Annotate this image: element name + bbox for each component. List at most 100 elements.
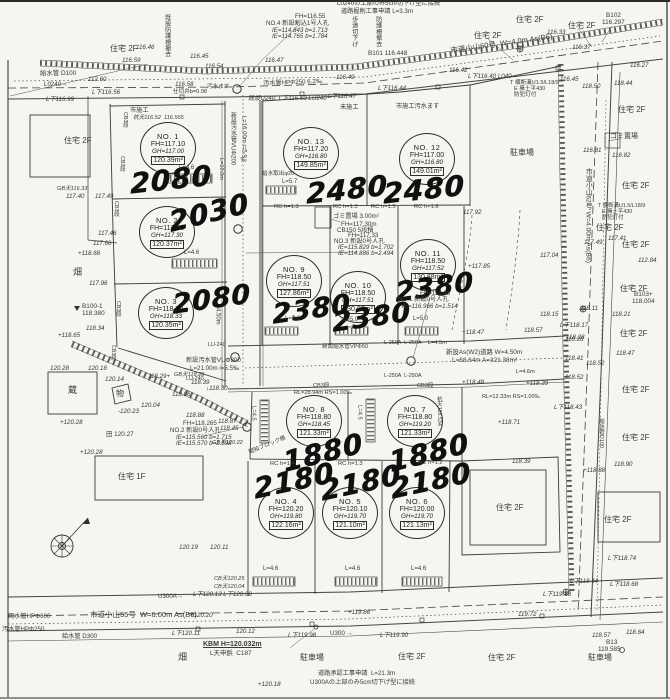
spot-elevation: 112.60	[88, 76, 107, 83]
landuse-label: 畑	[178, 652, 188, 662]
spot-elevation: 118.34	[86, 325, 105, 332]
waterway	[70, 340, 250, 428]
spot-elevation: 120.19	[179, 544, 198, 551]
spot-elevation: L下120.13 L下120.08	[193, 591, 252, 598]
benchmark-label: 118.004	[632, 298, 655, 305]
spot-elevation: L下118.74	[608, 555, 637, 562]
handwritten-price: 2080	[130, 158, 212, 201]
spot-elevation: 既設U240 L下116.53 LU240	[248, 95, 327, 102]
plan-annotation: 防犯灯付	[514, 92, 537, 98]
building-label: 住宅 2F	[516, 15, 544, 24]
benchmark-label: B102	[606, 12, 621, 19]
spot-elevation: L下119.98	[288, 632, 317, 639]
plan-annotation: L=4.6	[411, 566, 427, 572]
building-label: 住宅 2F	[596, 223, 624, 232]
spot-elevation: 120.12	[236, 628, 255, 635]
benchmark-label: B101 116.448	[368, 50, 408, 57]
spot-elevation: +120.28	[80, 449, 103, 456]
spot-elevation: 116.45	[190, 53, 209, 60]
spot-elevation: L下116.44	[378, 85, 407, 92]
spot-elevation: +118.48	[462, 379, 485, 386]
lot-area: 130.87m²	[341, 304, 375, 314]
spot-elevation: +118.39	[526, 380, 549, 387]
spot-elevation: 118.21	[612, 311, 631, 318]
plan-annotation: RC h=1.3	[274, 204, 299, 210]
right-road	[557, 61, 621, 621]
spot-elevation: 120.04	[141, 402, 160, 409]
building-label: 住宅 2F	[488, 653, 516, 662]
lot-no: NO. 13	[297, 136, 325, 146]
spot-elevation: L下119.88	[543, 591, 572, 598]
spot-elevation: -120.23	[118, 408, 139, 415]
plan-annotation: CB3段	[118, 156, 125, 172]
spot-elevation: 118.64	[626, 629, 645, 636]
plan-annotation: NO.4 新設割込1号人孔	[266, 20, 329, 27]
plan-annotation: FH=117.33	[348, 232, 379, 239]
plan-annotation: L0240→	[44, 81, 68, 88]
lot-gh: GH=119.80	[270, 512, 302, 520]
spot-elevation: L下118.17	[560, 322, 589, 329]
plan-annotation: L-250A L-250A	[384, 340, 422, 346]
plan-annotation: 歩道切下げ	[350, 16, 358, 47]
building-label: 蔵	[68, 385, 78, 395]
lot-fh: FH=120.20	[268, 505, 304, 513]
lot-no: NO. 10	[344, 280, 372, 290]
plan-annotation: T 横断溝U1.5/L18/9	[598, 203, 646, 209]
plan-annotation: L=5.7	[282, 179, 298, 185]
plan-annotation: LU-240	[208, 342, 226, 348]
spot-elevation: IE=114.886 b=2.494	[338, 250, 394, 257]
lot-boundaries	[87, 65, 562, 596]
spot-elevation: 118.28	[566, 334, 585, 341]
spot-elevation: L下116.40 L040→	[468, 73, 518, 80]
spot-elevation: CB天120.04	[214, 584, 245, 590]
spot-elevation: 118.45	[220, 425, 239, 432]
spot-elevation: 118.52	[586, 360, 605, 367]
spot-elevation: +118.68	[78, 250, 101, 257]
spot-elevation: 118.47	[616, 350, 635, 357]
lot-area: 122.16m²	[269, 520, 303, 530]
plan-annotation: RC h=1.4	[270, 461, 295, 467]
lot-no: NO. 4	[274, 496, 298, 506]
lot-no: NO. 1	[156, 131, 180, 141]
spot-elevation: 杭天116.52 116.565	[133, 115, 184, 121]
spot-elevation: IE=114.765 b=1.784	[272, 33, 328, 40]
spot-elevation: +118.88	[583, 467, 606, 474]
plan-annotation: 仕切弁b=0.98	[173, 89, 208, 95]
spot-elevation: 118.57	[592, 632, 611, 639]
plan-annotation: FH=118.265	[183, 420, 217, 427]
plan-annotation: RC h=1.3	[333, 204, 358, 210]
landuse-label: 駐車場	[510, 148, 534, 157]
plan-annotation: L=5.0	[343, 317, 359, 323]
lot-area: 121.33m²	[398, 428, 432, 438]
valve-symbols	[74, 45, 625, 653]
spot-elevation: L下118.43	[554, 404, 583, 411]
landuse-label: 駐車場	[300, 653, 324, 662]
spot-elevation: +120.20	[190, 612, 213, 619]
spot-elevation: +120.28	[60, 419, 83, 426]
spot-elevation: 118.57	[524, 327, 543, 334]
road-label: 新設As(W2)道路 W=4.50m	[446, 349, 523, 356]
spot-elevation: 116.82	[612, 152, 631, 159]
pipe-label: 給水管D100	[598, 418, 605, 449]
plan-annotation: NO.1 新設0号人孔	[398, 296, 449, 303]
lot-fh: FH=117.10	[150, 140, 186, 148]
spot-elevation: L下118.44	[570, 578, 599, 585]
plan-annotation: L=4.6m	[516, 369, 535, 375]
spot-elevation: CB天120.25	[214, 576, 245, 582]
plan-annotation: 4.50m	[214, 308, 221, 325]
plan-annotation: NO.3 新設0号人孔	[334, 238, 385, 245]
lot-fh: FH=120.10	[332, 505, 368, 513]
spot-elevation: 117.49	[95, 193, 114, 200]
spot-elevation: 117.92	[463, 209, 482, 216]
lot-area: 121.10m²	[333, 520, 367, 530]
spot-elevation: +118.65	[58, 332, 81, 339]
benchmark-label: B100-1	[82, 303, 103, 310]
lot-gh: GH=116.80	[411, 158, 443, 166]
spot-elevation: GB天120.22	[212, 440, 243, 446]
lot-gh: GH=118.33	[150, 312, 182, 320]
lot-no: NO. 6	[405, 496, 429, 506]
